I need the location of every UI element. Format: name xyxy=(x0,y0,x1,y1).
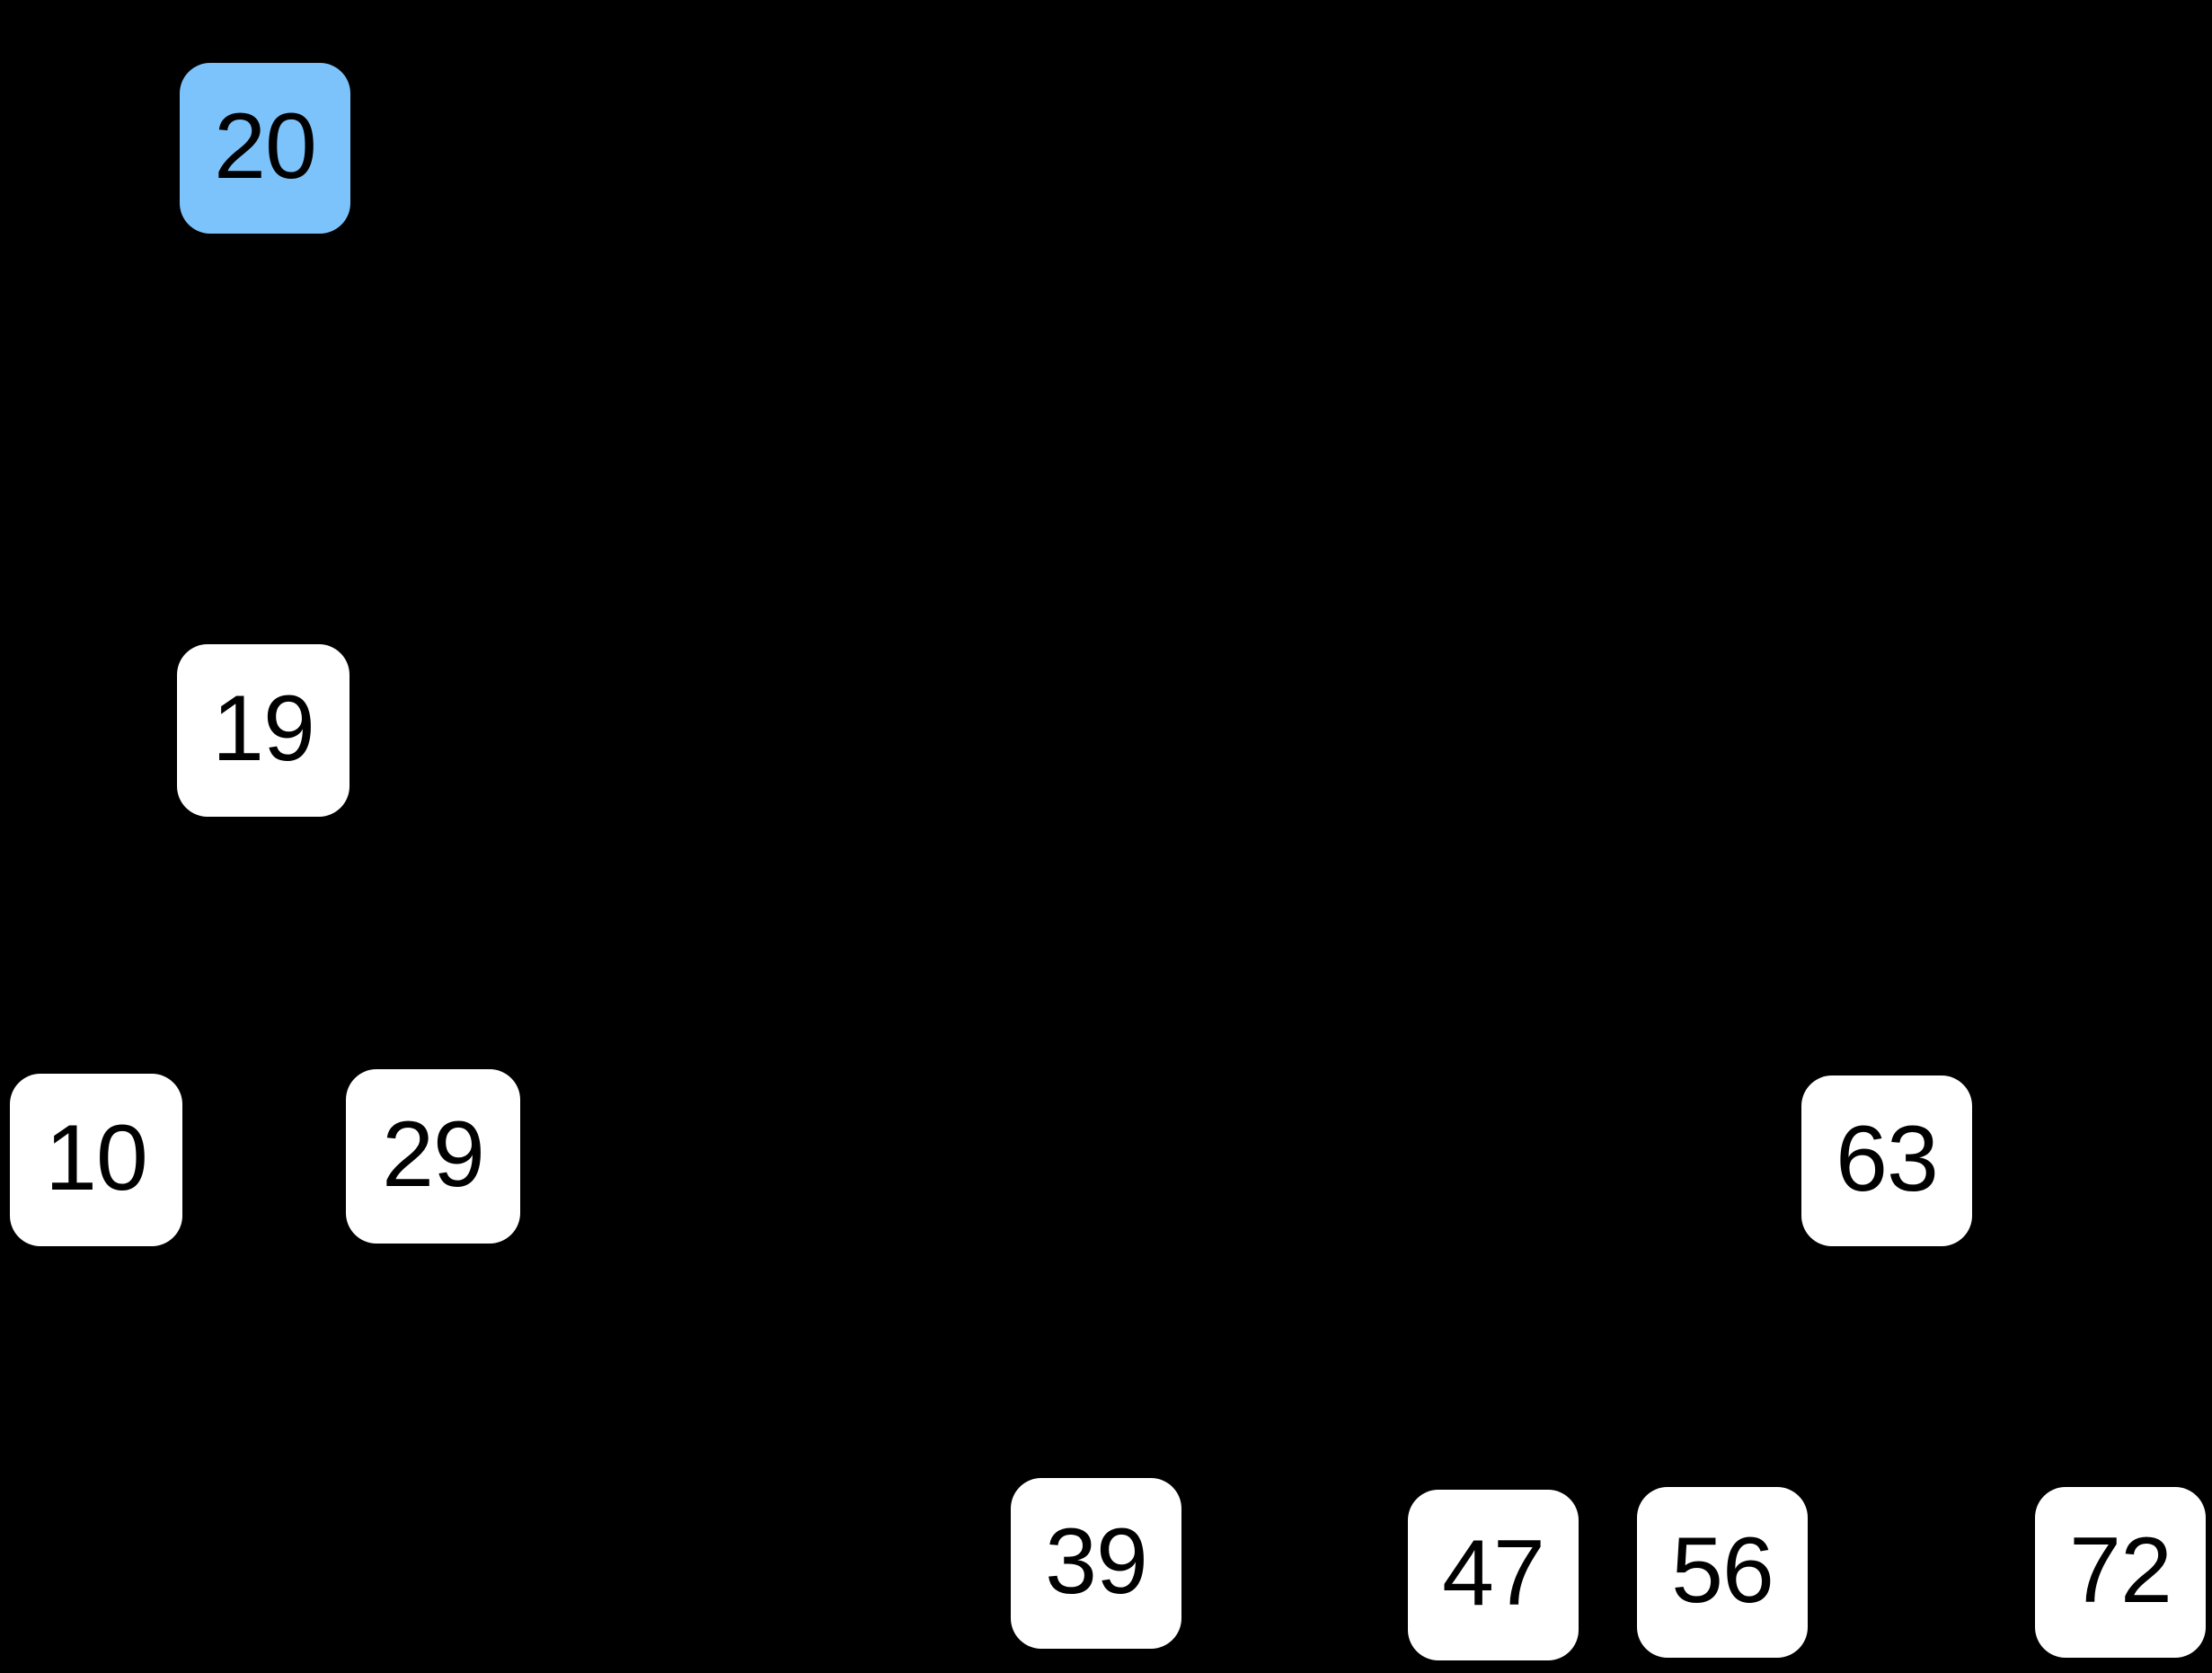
tree-node-20[interactable]: 20 xyxy=(180,63,350,234)
tree-node-10[interactable]: 10 xyxy=(10,1074,182,1246)
tree-node-label: 10 xyxy=(45,1106,148,1210)
tree-node-label: 20 xyxy=(214,94,317,199)
tree-node-label: 29 xyxy=(382,1102,485,1207)
tree-node-19[interactable]: 19 xyxy=(177,644,349,817)
tree-node-39[interactable]: 39 xyxy=(1011,1478,1181,1649)
tree-node-72[interactable]: 72 xyxy=(2035,1487,2206,1658)
tree-node-63[interactable]: 63 xyxy=(1801,1076,1972,1246)
tree-node-label: 47 xyxy=(1442,1521,1545,1625)
tree-node-label: 63 xyxy=(1836,1107,1939,1211)
tree-node-29[interactable]: 29 xyxy=(346,1069,520,1244)
tree-node-label: 56 xyxy=(1671,1518,1774,1623)
tree-node-56[interactable]: 56 xyxy=(1637,1487,1808,1658)
tree-node-label: 72 xyxy=(2069,1518,2172,1623)
tree-node-label: 19 xyxy=(212,677,315,781)
tree-node-47[interactable]: 47 xyxy=(1408,1490,1579,1660)
tree-node-label: 39 xyxy=(1045,1509,1148,1614)
